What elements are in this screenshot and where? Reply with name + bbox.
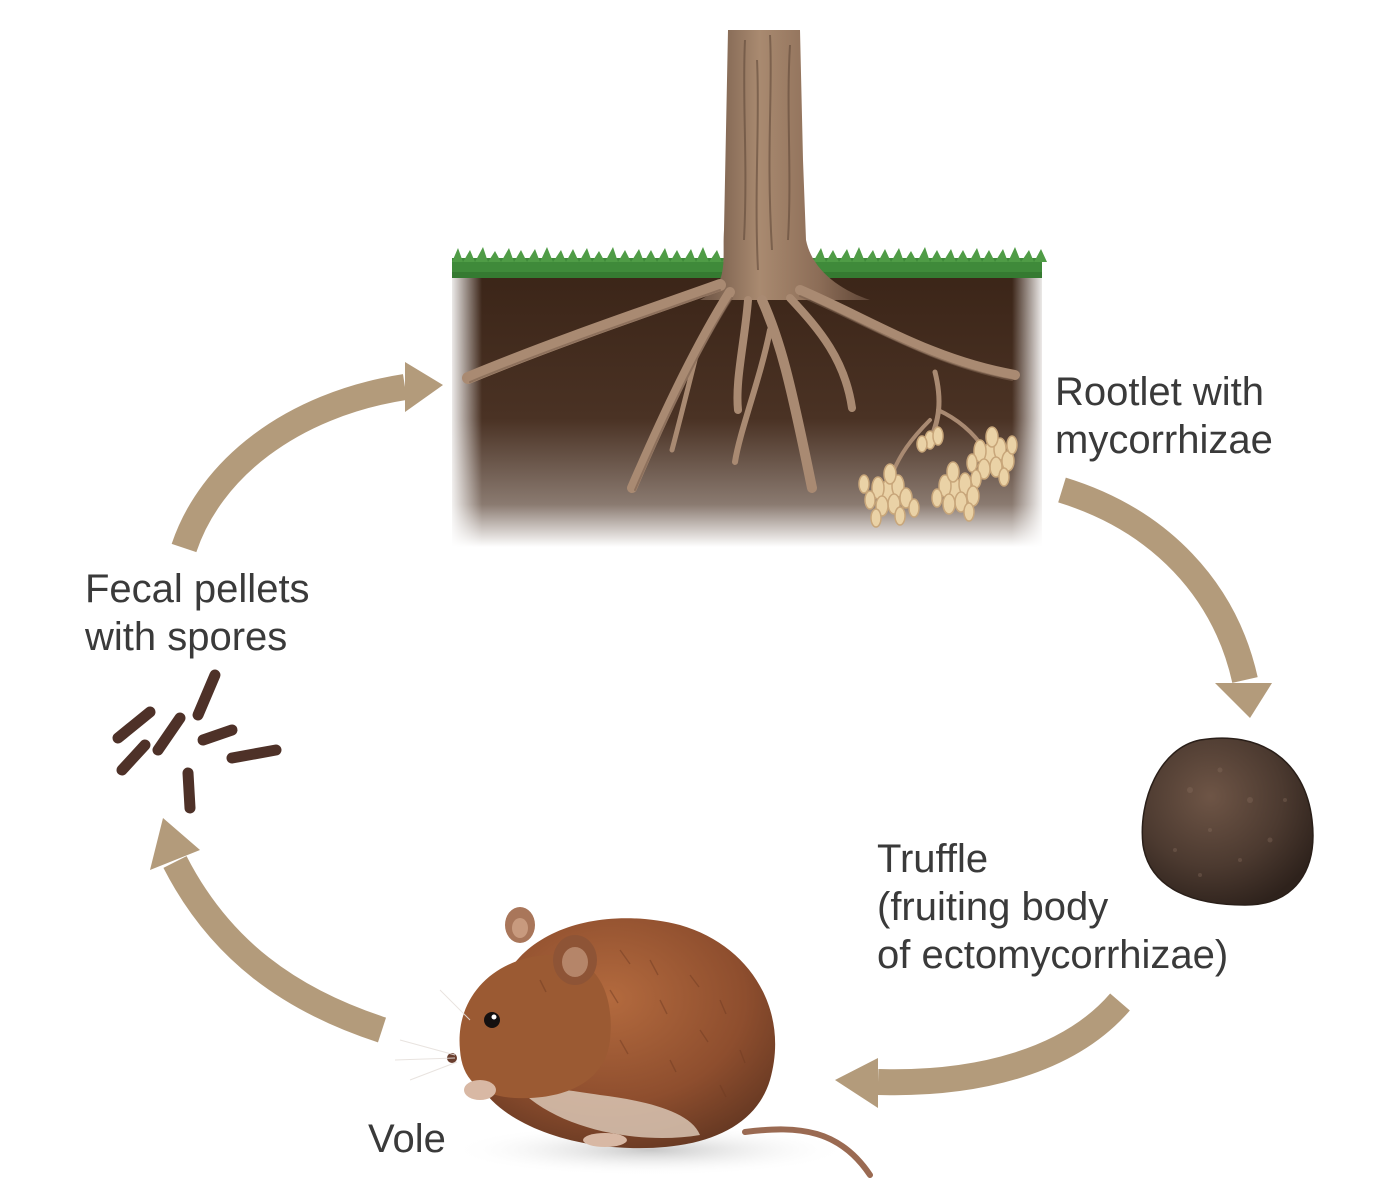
tree-root-illustration <box>452 30 1047 547</box>
vole-illustration <box>394 907 873 1178</box>
truffle-illustration <box>1141 737 1314 906</box>
fecal-pellets-label: Fecal pellets with spores <box>85 565 310 661</box>
mycorrhizae-clusters <box>858 426 1018 528</box>
tree-trunk <box>700 30 870 300</box>
arrow-vole-to-pellets <box>150 818 387 1043</box>
fecal-label-line-2: with spores <box>85 615 288 659</box>
truffle-label-line-3: of ectomycorrhizae) <box>877 933 1229 977</box>
truffle-label-line-2: (fruiting body <box>877 885 1109 929</box>
truffle-label-line-1: Truffle <box>877 837 989 881</box>
truffle-label: Truffle (fruiting body of ectomycorrhiza… <box>877 835 1228 979</box>
vole-label-text: Vole <box>368 1117 446 1161</box>
vole-label: Vole <box>368 1115 446 1163</box>
rootlet-label-line-1: Rootlet with <box>1055 370 1264 414</box>
arrow-pellets-to-tree <box>171 362 443 553</box>
cycle-arrows <box>150 362 1272 1108</box>
arrow-truffle-to-vole <box>835 993 1130 1108</box>
rootlet-label-line-2: mycorrhizae <box>1055 418 1273 462</box>
fecal-pellets-illustration <box>112 669 282 814</box>
tree-roots <box>462 279 1020 493</box>
fecal-label-line-1: Fecal pellets <box>85 567 310 611</box>
rootlet-label: Rootlet with mycorrhizae <box>1055 368 1273 464</box>
arrow-rootlet-to-truffle <box>1058 477 1272 718</box>
